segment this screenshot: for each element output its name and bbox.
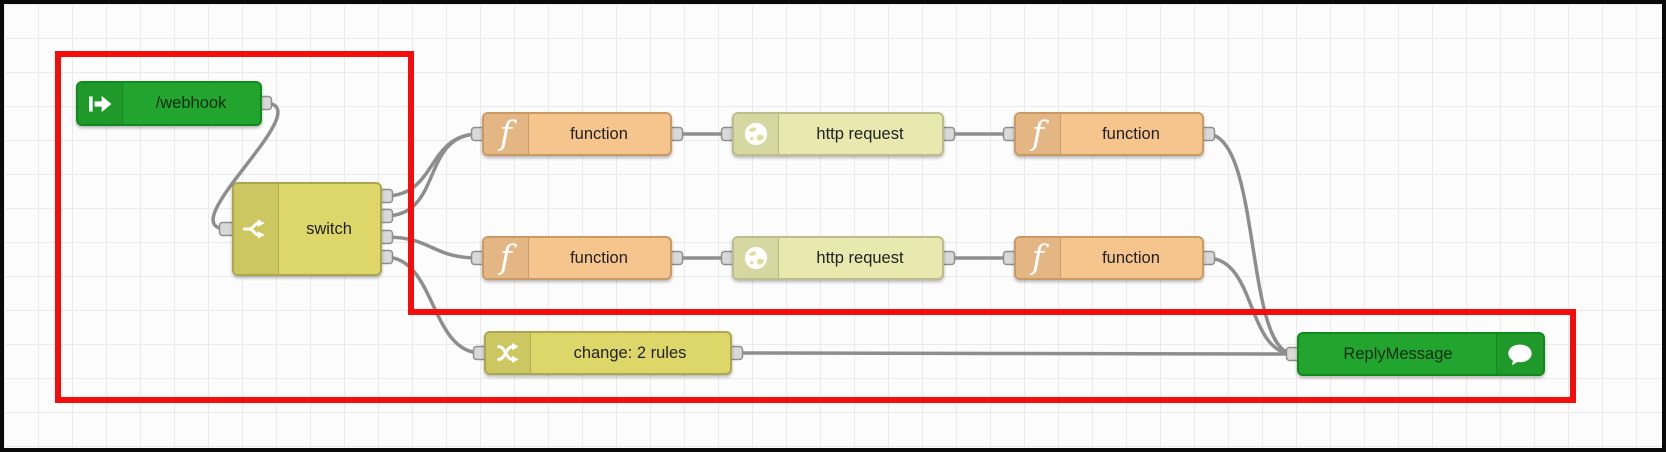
- function-f-icon: f: [484, 238, 529, 278]
- wire-switch3-to-function2[interactable]: [383, 235, 481, 260]
- node-webhook[interactable]: /webhook: [76, 81, 262, 126]
- node-function-4[interactable]: f function: [1014, 236, 1204, 280]
- wire-function4-to-reply[interactable]: [1205, 256, 1296, 356]
- function-f-icon: f: [484, 114, 529, 154]
- wire-switch2-to-function1[interactable]: [383, 132, 481, 218]
- globe-icon: [734, 238, 779, 278]
- speech-bubble-icon: [1496, 334, 1543, 374]
- arrow-in-icon: [78, 83, 123, 124]
- node-change[interactable]: change: 2 rules: [484, 331, 732, 375]
- wire-function3-to-reply[interactable]: [1205, 132, 1296, 356]
- node-http-request-2[interactable]: http request: [732, 236, 944, 280]
- globe-icon: [734, 114, 779, 154]
- node-function-3[interactable]: f function: [482, 236, 672, 280]
- fork-icon: [234, 184, 279, 274]
- wire-switch1-to-function1[interactable]: [383, 132, 481, 198]
- node-function-1[interactable]: f function: [482, 112, 672, 156]
- shuffle-icon: [486, 333, 531, 373]
- node-reply-message[interactable]: ReplyMessage: [1297, 332, 1545, 376]
- node-switch[interactable]: switch: [232, 182, 382, 276]
- node-function-2[interactable]: f function: [1014, 112, 1204, 156]
- function-f-icon: f: [1016, 238, 1061, 278]
- wire-change-to-reply[interactable]: [733, 351, 1296, 356]
- node-http-request-1[interactable]: http request: [732, 112, 944, 156]
- wire-switch4-to-change[interactable]: [383, 255, 483, 355]
- function-f-icon: f: [1016, 114, 1061, 154]
